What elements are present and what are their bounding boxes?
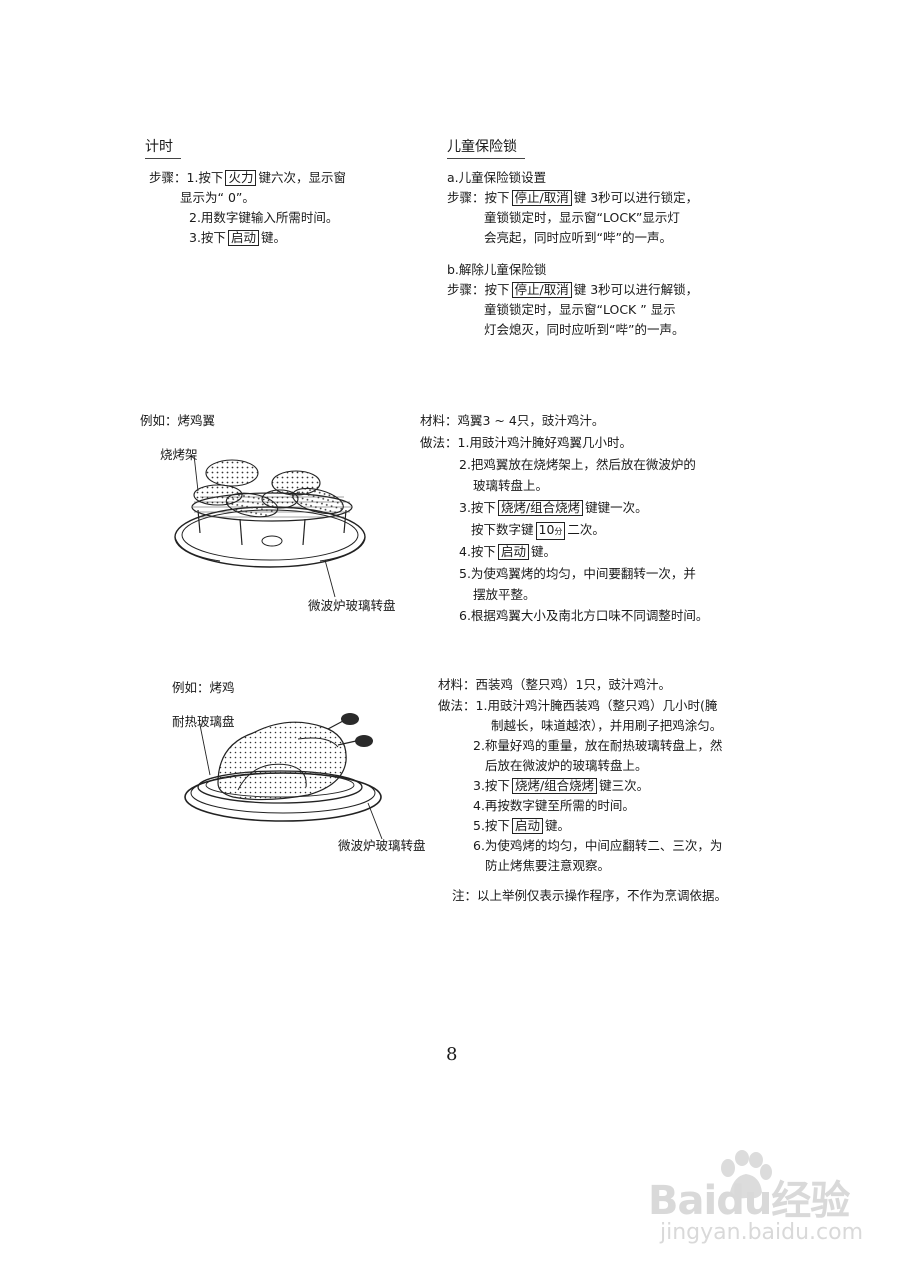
- child-lock-set-line2: 童锁锁定时，显示窗“LOCK”显示灯: [484, 210, 680, 225]
- chicken-step-6: 6.为使鸡烤的均匀，中间应翻转二、三次，为: [473, 838, 723, 853]
- wings-step-5: 5.为使鸡翼烤的均匀，中间要翻转一次，并: [459, 566, 696, 581]
- wings-plate-label: 微波炉玻璃转盘: [308, 598, 396, 613]
- chicken-note: 注：以上举例仅表示操作程序，不作为烹调依据。: [452, 888, 728, 903]
- watermark-logo: Baidu经验: [648, 1178, 850, 1224]
- child-lock-set-title: a.儿童保险锁设置: [447, 170, 547, 185]
- timer-step-1: 步骤：1.按下火力键六次，显示窗: [149, 170, 346, 186]
- baidu-paw-icon: [721, 1150, 772, 1199]
- wings-step-2-cont: 玻璃转盘上。: [473, 478, 549, 493]
- child-lock-release-line2: 童锁锁定时，显示窗“LOCK ” 显示: [484, 302, 676, 317]
- chicken-step-1: 做法：1.用豉汁鸡汁腌西装鸡（整只鸡）几小时(腌: [438, 698, 718, 713]
- start-key: 启动: [227, 230, 259, 246]
- timer-step-3: 3.按下启动键。: [189, 230, 286, 246]
- ten-minute-key: 10分: [535, 522, 566, 540]
- child-lock-title: 儿童保险锁: [447, 138, 525, 159]
- chicken-step-2-cont: 后放在微波炉的玻璃转盘上。: [485, 758, 648, 773]
- watermark-url: jingyan.baidu.com: [660, 1220, 864, 1245]
- chicken-step-2: 2.称量好鸡的重量，放在耐热玻璃转盘上，然: [473, 738, 723, 753]
- chicken-plate-label: 微波炉玻璃转盘: [338, 838, 426, 853]
- child-lock-title-underline: [447, 158, 525, 159]
- start-key-3: 启动: [511, 818, 543, 834]
- stop-cancel-key: 停止/取消: [511, 190, 572, 206]
- grill-combi-key: 烧烤/组合烧烤: [497, 500, 584, 516]
- child-lock-release-title: b.解除儿童保险锁: [447, 262, 547, 277]
- wings-step-1: 做法：1.用豉汁鸡汁腌好鸡翼几小时。: [420, 435, 632, 450]
- wings-step-2: 2.把鸡翼放在烧烤架上，然后放在微波炉的: [459, 457, 696, 472]
- wings-materials: 材料：鸡翼3 ~ 4只，豉汁鸡汁。: [420, 413, 605, 428]
- stop-cancel-key-2: 停止/取消: [511, 282, 572, 298]
- wings-on-rack-illustration: [174, 455, 366, 598]
- timer-title: 计时: [145, 138, 181, 159]
- child-lock-set-step: 步骤：按下停止/取消键 3秒可以进行锁定，: [447, 190, 699, 206]
- wings-step-3: 3.按下烧烤/组合烧烤键键一次。: [459, 500, 648, 516]
- start-key-2: 启动: [497, 544, 529, 560]
- chicken-step-4: 4.再按数字键至所需的时间。: [473, 798, 635, 813]
- timer-title-underline: [145, 158, 181, 159]
- chicken-materials: 材料：西装鸡（整只鸡）1只，豉汁鸡汁。: [438, 677, 671, 692]
- timer-step-2: 2.用数字键输入所需时间。: [189, 210, 339, 225]
- wings-step-6: 6.根据鸡翼大小及南北方口味不同调整时间。: [459, 608, 709, 623]
- wings-example-title: 例如：烤鸡翼: [140, 413, 216, 428]
- grill-combi-key-2: 烧烤/组合烧烤: [511, 778, 598, 794]
- wings-rack-label: 烧烤架: [160, 447, 198, 462]
- child-lock-release-line3: 灯会熄灭，同时应听到“哔”的一声。: [484, 322, 685, 337]
- chicken-step-5: 5.按下启动键。: [473, 818, 570, 834]
- child-lock-set-line3: 会亮起，同时应听到“哔”的一声。: [484, 230, 672, 245]
- chicken-step-6-cont: 防止烤焦要注意观察。: [485, 858, 611, 873]
- chicken-example-title: 例如：烤鸡: [172, 680, 235, 695]
- power-key: 火力: [225, 170, 257, 186]
- chicken-step-1-cont: 制越长，味道越浓），并用刷子把鸡涂匀。: [491, 718, 723, 733]
- chicken-step-3: 3.按下烧烤/组合烧烤键三次。: [473, 778, 650, 794]
- timer-step-1-cont: 显示为“ 0”。: [180, 190, 255, 205]
- wings-step-5-cont: 摆放平整。: [473, 587, 536, 602]
- child-lock-release-step: 步骤：按下停止/取消键 3秒可以进行解锁，: [447, 282, 699, 298]
- roast-chicken-illustration: [184, 713, 383, 840]
- chicken-dish-label: 耐热玻璃盘: [172, 714, 235, 729]
- wings-step-4: 4.按下启动键。: [459, 544, 556, 560]
- page-number: 8: [446, 1044, 458, 1065]
